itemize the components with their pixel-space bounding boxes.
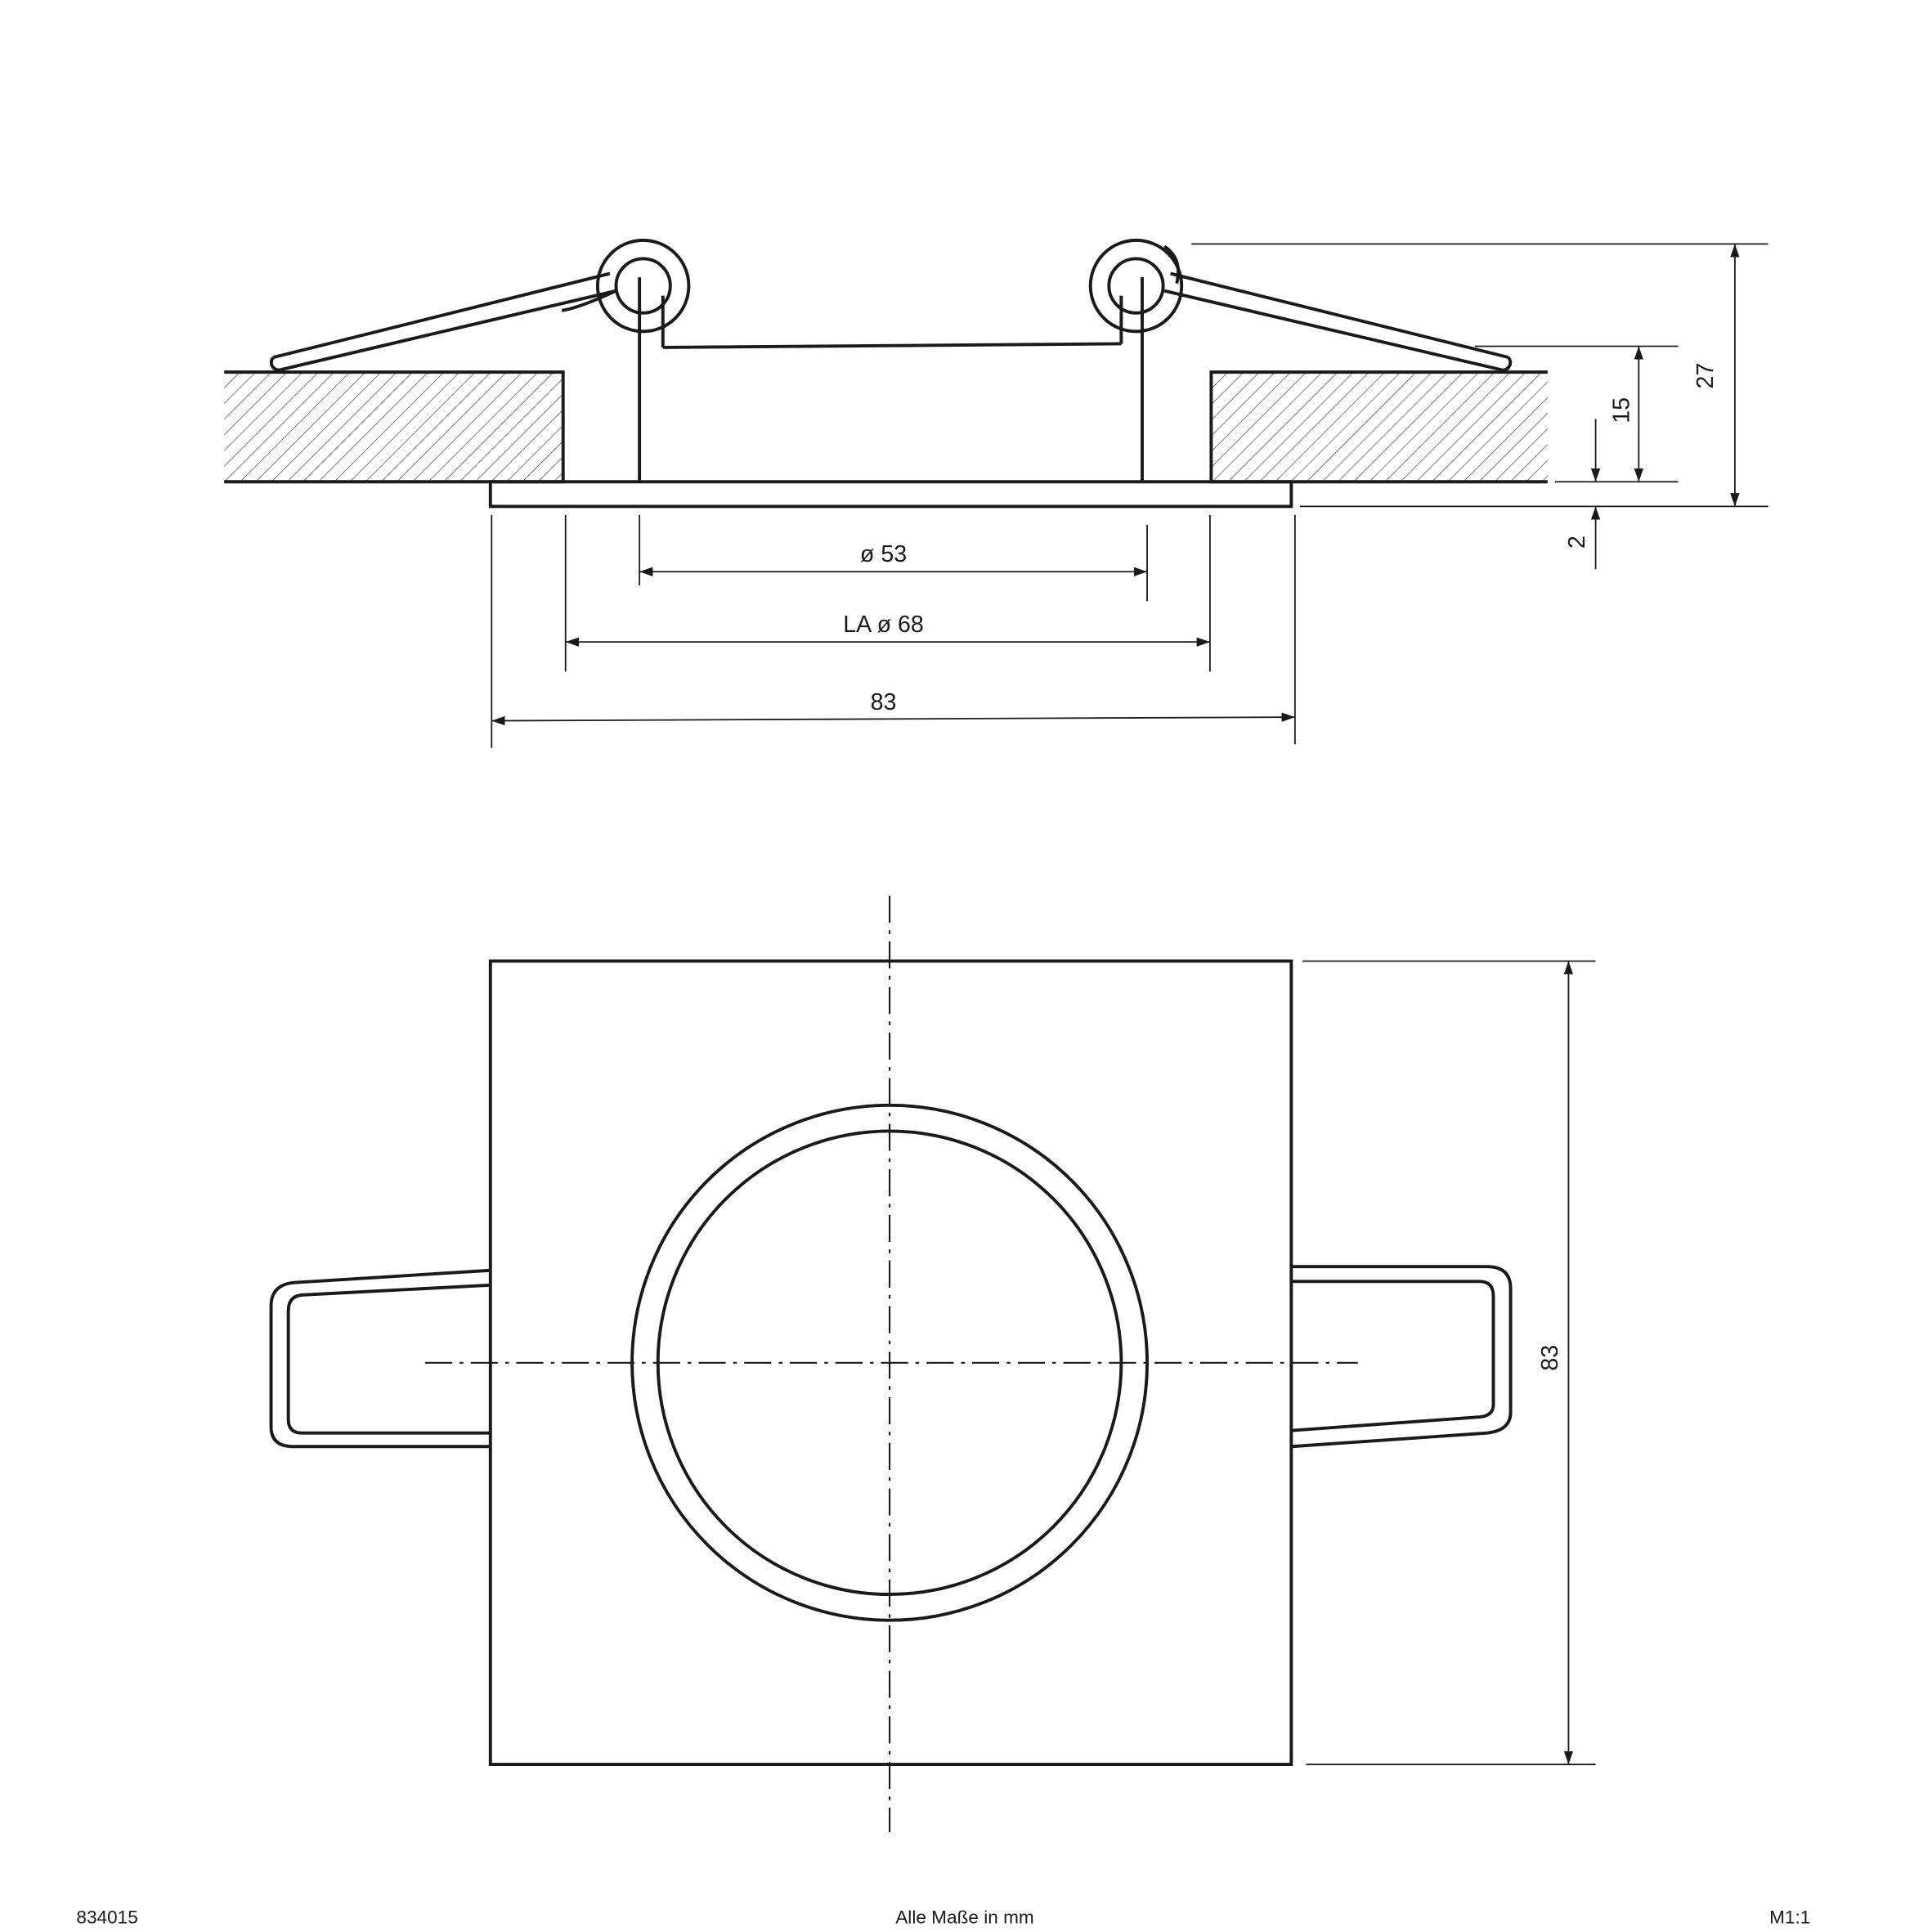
article-number: 834015 — [76, 1907, 137, 1927]
dim-label-total-height: 27 — [1692, 363, 1719, 389]
dim-label-inner-diameter: ø 53 — [860, 541, 907, 567]
spring-clip-left — [269, 238, 691, 372]
dim-label-install-depth: 15 — [1608, 397, 1634, 424]
dim-label-bezel: 2 — [1564, 536, 1590, 549]
units-note: Alle Maße in mm — [895, 1907, 1034, 1927]
spring-tab-right — [1291, 1265, 1513, 1449]
ceiling-section-right — [1211, 372, 1548, 482]
dim-label-width: 83 — [871, 689, 897, 715]
dimension-lines-horizontal — [491, 514, 1296, 748]
top-view: 83 — [269, 895, 1596, 1832]
spring-clip-right — [1088, 238, 1513, 372]
scale-label: M1:1 — [1769, 1907, 1810, 1927]
dim-label-cutout: LA ø 68 — [843, 612, 924, 638]
spring-tab-left — [269, 1268, 491, 1449]
dim-label-height: 83 — [1537, 1345, 1563, 1371]
ceiling-section-left — [224, 372, 563, 482]
housing-body — [638, 277, 1144, 482]
dimension-lines-vertical — [1191, 243, 1768, 570]
bezel-plate — [488, 480, 1293, 509]
side-view: ø 53 LA ø 68 83 27 15 2 — [224, 238, 1768, 748]
